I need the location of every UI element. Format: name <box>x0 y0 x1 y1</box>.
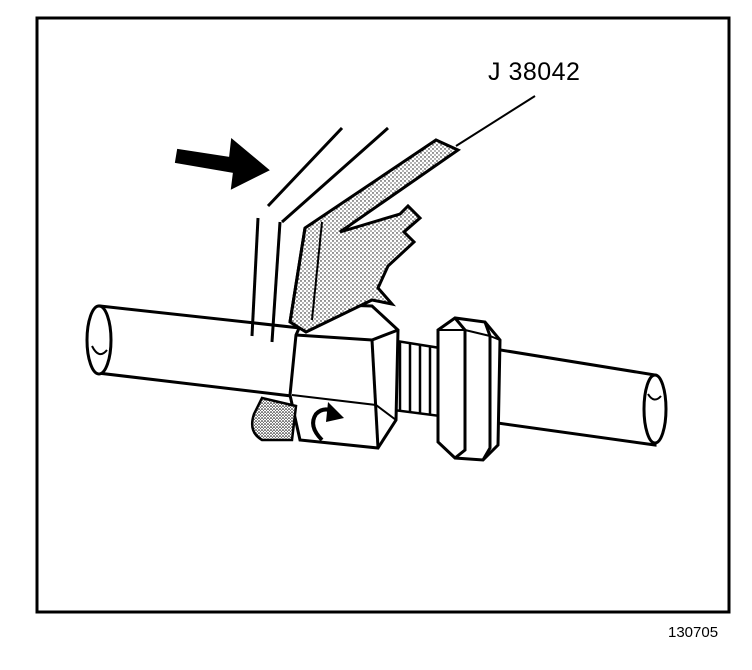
figure-number: 130705 <box>668 624 719 641</box>
left-tube <box>85 304 302 399</box>
push-arrow <box>174 138 270 190</box>
wrench-handle-end <box>251 396 298 442</box>
tool-j38042 <box>288 138 462 334</box>
hex-nut-right <box>436 316 502 462</box>
tool-label: J 38042 <box>488 58 581 86</box>
rotation-arrow <box>311 402 344 442</box>
right-tube <box>474 344 668 447</box>
figure-border <box>35 16 731 614</box>
tool-leader-line <box>455 95 536 147</box>
flare-wrench-outline <box>250 126 389 343</box>
